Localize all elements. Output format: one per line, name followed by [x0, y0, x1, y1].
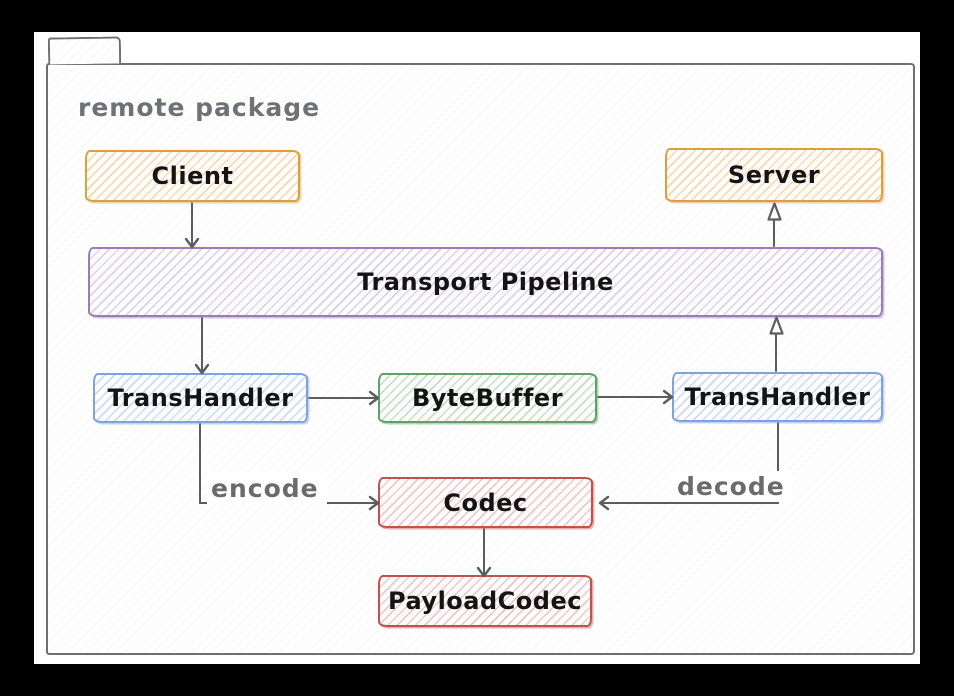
node-server-label: Server	[727, 161, 821, 189]
node-transport-pipeline: Transport Pipeline	[88, 247, 883, 317]
edge-decode-arrowhead	[598, 495, 610, 511]
node-byte-buffer: ByteBuffer	[378, 373, 597, 423]
node-trans-handler-left: TransHandler	[93, 373, 308, 423]
node-transport-pipeline-label: Transport Pipeline	[357, 268, 614, 296]
node-byte-buffer-label: ByteBuffer	[411, 384, 564, 412]
edge-codec-payloadcodec-arrowhead	[476, 566, 492, 578]
edge-transhandler-bytebuffer-line	[308, 397, 378, 400]
edge-client-transport-line	[191, 202, 194, 246]
edge-bytebuffer-transhandler-arrowhead	[662, 389, 674, 405]
node-codec-label: Codec	[443, 488, 528, 517]
node-trans-handler-left-label: TransHandler	[107, 384, 294, 412]
edge-transport-translhandler-arrowhead	[194, 363, 210, 375]
edge-transhandler-transport-line	[775, 320, 778, 372]
package-folder-body	[46, 63, 915, 655]
edge-encode-arrowhead	[368, 495, 380, 511]
edge-transhandler-transport-arrowhead	[769, 316, 784, 335]
edge-codec-payloadcodec-line	[483, 528, 486, 575]
node-trans-handler-right: TransHandler	[672, 372, 883, 422]
edge-transport-translhandler-line	[201, 317, 204, 372]
edge-label-encode: encode	[207, 473, 327, 504]
edge-decode-vline	[777, 422, 780, 504]
node-trans-handler-right-label: TransHandler	[684, 383, 871, 411]
edge-bytebuffer-transhandler-line	[597, 396, 672, 399]
package-folder-tab	[47, 36, 122, 65]
node-payload-codec: PayloadCodec	[378, 575, 592, 627]
edge-label-decode: decode	[673, 471, 793, 502]
edge-transhandler-bytebuffer-arrowhead	[368, 390, 380, 406]
node-server: Server	[665, 148, 883, 202]
edge-client-transport-arrowhead	[184, 237, 200, 249]
edge-transport-server-line	[773, 206, 776, 247]
node-client: Client	[85, 150, 300, 202]
edge-transport-server-arrowhead	[767, 202, 782, 221]
edge-encode-vline	[199, 423, 202, 504]
edge-decode-hline	[600, 502, 779, 505]
node-codec: Codec	[378, 477, 593, 528]
node-payload-codec-label: PayloadCodec	[388, 587, 582, 615]
package-label: remote package	[78, 93, 321, 122]
node-client-label: Client	[151, 162, 234, 190]
